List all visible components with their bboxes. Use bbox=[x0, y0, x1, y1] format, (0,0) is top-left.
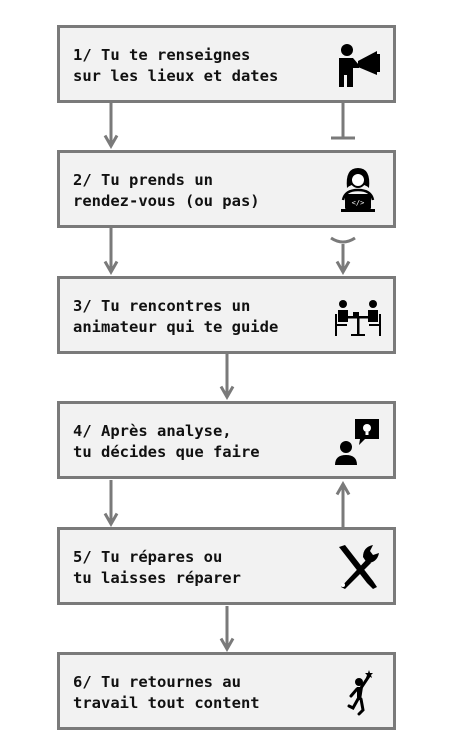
step-3-box: 3/ Tu rencontres un animateur qui te gui… bbox=[57, 276, 396, 354]
wrench-screwdriver-icon bbox=[339, 545, 379, 589]
megaphone-person-icon bbox=[339, 44, 380, 87]
step-1-box: 1/ Tu te renseignes sur les lieux et dat… bbox=[57, 25, 396, 103]
step-1-text: 1/ Tu te renseignes sur les lieux et dat… bbox=[73, 46, 279, 85]
step-3-text: 3/ Tu rencontres un animateur qui te gui… bbox=[73, 297, 279, 336]
step-4-box: 4/ Après analyse, tu décides que faire bbox=[57, 401, 396, 479]
step-5-box: 5/ Tu répares ou tu laisses réparer bbox=[57, 527, 396, 605]
step-4-text: 4/ Après analyse, tu décides que faire bbox=[73, 422, 260, 461]
skip-track-cap-bottom bbox=[330, 236, 356, 244]
happy-jumping-person-icon bbox=[347, 670, 373, 716]
step-2-text: 2/ Tu prends un rendez-vous (ou pas) bbox=[73, 171, 260, 210]
idea-person-icon bbox=[335, 419, 379, 465]
person-laptop-icon: </> bbox=[341, 168, 375, 212]
svg-text:</>: </> bbox=[352, 199, 365, 207]
meeting-table-icon bbox=[335, 300, 381, 336]
step-6-box: 6/ Tu retournes au travail tout content bbox=[57, 652, 396, 730]
step-2-box: 2/ Tu prends un rendez-vous (ou pas) </> bbox=[57, 150, 396, 228]
step-6-text: 6/ Tu retournes au travail tout content bbox=[73, 673, 260, 712]
step-5-text: 5/ Tu répares ou tu laisses réparer bbox=[73, 548, 241, 587]
